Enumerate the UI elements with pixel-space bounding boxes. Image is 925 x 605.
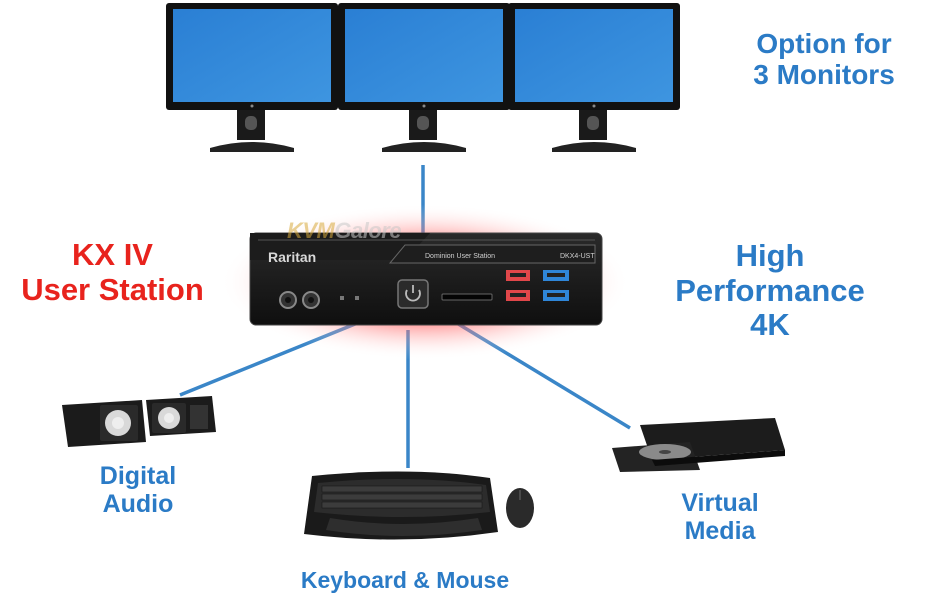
performance-label-line2: Performance: [675, 272, 865, 308]
user-station-label-line1: KX IV: [72, 237, 153, 272]
keyboard-mouse-label: Keyboard & Mouse: [255, 567, 555, 594]
keyboard-mouse-label-text: Keyboard & Mouse: [300, 567, 510, 593]
media-label-line1: Virtual: [681, 489, 759, 517]
speaker-icon: [62, 396, 216, 447]
performance-label: High Performance 4K: [650, 238, 890, 343]
user-station-label-line2: User Station: [21, 271, 204, 307]
device-brand: Raritan: [268, 249, 316, 265]
user-station-label: KX IV User Station: [0, 237, 225, 307]
user-station-device: Raritan Dominion User Station DKX4-UST: [249, 232, 603, 326]
power-button-icon: [397, 279, 429, 309]
performance-label-line1: High: [735, 238, 805, 273]
media-label-line2: Media: [684, 517, 756, 545]
optical-drive-icon: [612, 418, 785, 472]
monitor-right: [508, 3, 680, 152]
watermark: KVMGalore: [287, 218, 402, 244]
device-model: DKX4-UST: [560, 253, 595, 260]
card-slot: [441, 293, 493, 301]
audio-label-line1: Digital: [99, 462, 177, 490]
monitor-left: [166, 3, 338, 152]
monitor-center: [338, 3, 510, 152]
monitors-label: Option for 3 Monitors: [724, 28, 924, 91]
watermark-part2: Galore: [334, 218, 402, 243]
monitors-label-line2: 3 Monitors: [753, 59, 895, 91]
device-product: Dominion User Station: [425, 253, 495, 260]
mouse-icon: [506, 488, 534, 528]
performance-label-line3: 4K: [750, 307, 790, 343]
keyboard-icon: [304, 471, 498, 540]
watermark-part1: KVM: [287, 218, 335, 243]
monitors-label-line1: Option for: [756, 28, 892, 59]
audio-label: Digital Audio: [78, 462, 198, 518]
audio-label-line2: Audio: [102, 490, 174, 518]
media-label: Virtual Media: [655, 489, 785, 545]
